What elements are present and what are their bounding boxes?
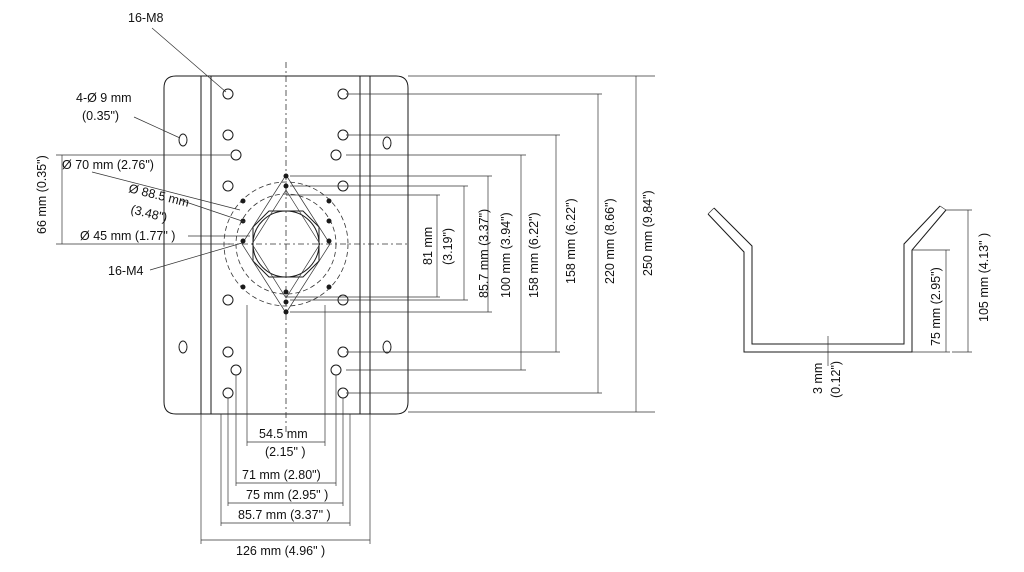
label-85-7-horizontal: 85.7 mm (3.37" ) <box>238 508 331 522</box>
label-81: 81 mm <box>421 227 435 265</box>
label-side-75: 75 mm (2.95") <box>929 267 943 346</box>
label-16-m4: 16-M4 <box>108 264 143 278</box>
bracket-side-profile-inner <box>713 205 941 345</box>
label-54-5-in: (2.15" ) <box>265 445 306 459</box>
label-85-7-vertical: 85.7 mm (3.37") <box>477 209 491 298</box>
label-75: 75 mm (2.95" ) <box>246 488 328 502</box>
circle-70 <box>235 193 337 295</box>
centre-diamond-inner <box>251 189 321 299</box>
bracket-side-profile-outer <box>707 209 947 353</box>
m4-holes <box>240 173 332 315</box>
label-220: 220 mm (8.66") <box>603 198 617 284</box>
label-71: 71 mm (2.80") <box>242 468 321 482</box>
label-side-105: 105 mm (4.13" ) <box>977 233 991 322</box>
label-81-in: (3.19") <box>441 228 455 265</box>
label-158-b: 158 mm (6.22") <box>564 198 578 284</box>
label-diameter-88-in: (3.48") <box>129 202 168 225</box>
label-54-5: 54.5 mm <box>259 427 308 441</box>
label-diameter-70: Ø 70 mm (2.76") <box>62 158 154 172</box>
label-250: 250 mm (9.84") <box>641 190 655 276</box>
label-offset-66: 66 mm (0.35") <box>35 155 49 234</box>
mounting-plate <box>163 75 409 415</box>
m8-holes <box>222 88 349 399</box>
label-3mm-in: (0.12") <box>829 361 843 398</box>
label-diameter-45: Ø 45 mm (1.77" ) <box>80 229 175 243</box>
label-158-a: 158 mm (6.22") <box>527 212 541 298</box>
label-16-m8: 16-M8 <box>128 11 163 25</box>
label-hole-diameter: 4-Ø 9 mm <box>76 91 132 105</box>
label-hole-diameter-in: (0.35") <box>82 109 119 123</box>
label-3mm: 3 mm <box>811 363 825 394</box>
label-126: 126 mm (4.96" ) <box>236 544 325 558</box>
label-100: 100 mm (3.94") <box>499 212 513 298</box>
slot-holes <box>178 133 392 354</box>
